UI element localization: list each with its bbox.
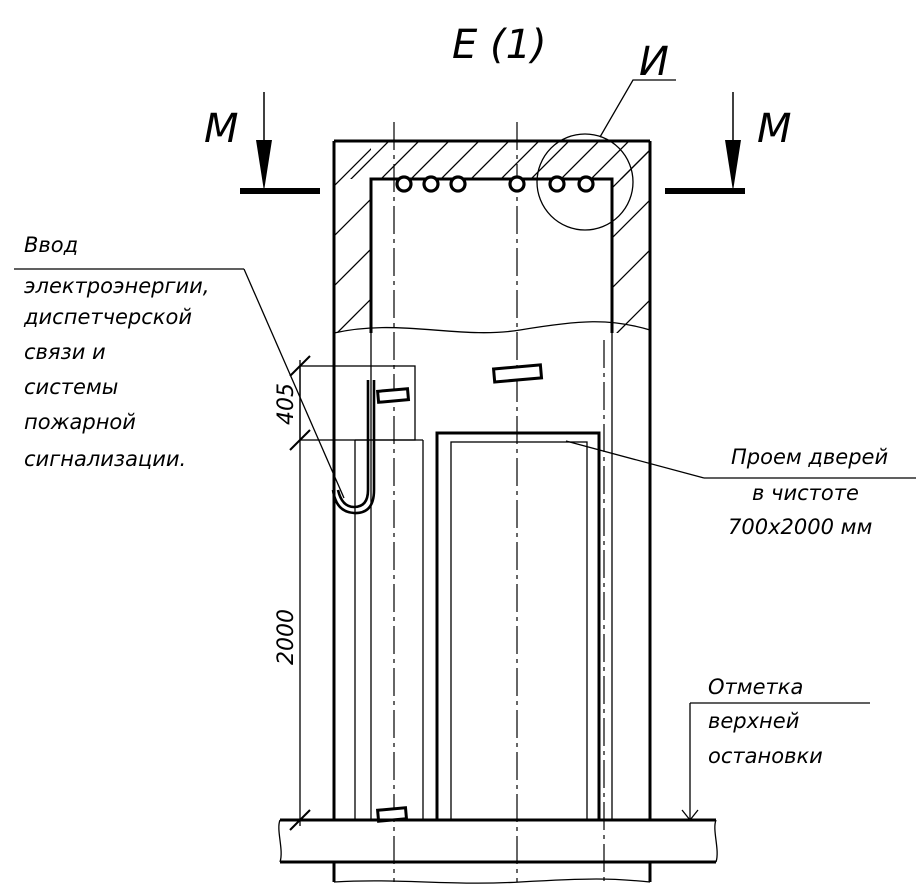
detail-callout-leader (599, 79, 676, 138)
leader-power-input (14, 268, 345, 499)
power-input-line: диспетчерской (23, 305, 192, 329)
power-input-line: системы (24, 375, 118, 399)
top-stop-mark-line: верхней (708, 709, 799, 733)
door-opening-label: Проем дверей в чистоте 700х2000 мм (728, 445, 888, 539)
power-input-line: связи и (24, 340, 106, 364)
door-opening (435, 431, 601, 822)
dimension-upper: 405 (274, 383, 299, 425)
power-input-label: Ввод электроэнергии, диспетчерской связи… (23, 233, 209, 471)
leader-top-stop-mark (681, 702, 870, 821)
dimension-lower: 2000 (274, 609, 299, 665)
leader-door-opening (565, 440, 916, 479)
section-marker-left (240, 92, 320, 194)
axis-lines (393, 122, 605, 882)
detail-callout-label: И (639, 39, 669, 85)
power-input-line: пожарной (24, 410, 136, 434)
wall-brackets (375, 363, 544, 823)
detail-callout-circle (536, 133, 634, 231)
shaft-interior-lines (299, 333, 613, 820)
shaft-outline (332, 139, 652, 820)
dimension-lines (289, 355, 311, 831)
door-opening-line: Проем дверей (731, 445, 888, 469)
door-opening-line: в чистоте (752, 481, 859, 505)
cable-loop (331, 380, 376, 515)
wall-hatching (334, 141, 650, 333)
section-marker-right-label: М (757, 106, 792, 152)
floor-slab (278, 818, 718, 884)
door-opening-line: 700х2000 мм (728, 515, 872, 539)
break-line (333, 321, 651, 334)
top-stop-mark-line: Отметка (708, 675, 803, 699)
top-stop-mark-label: Отметка верхней остановки (708, 675, 823, 768)
section-marker-right (665, 92, 745, 194)
power-input-line: электроэнергии, (24, 274, 209, 298)
top-stop-mark-line: остановки (708, 744, 823, 768)
power-input-line: Ввод (24, 233, 78, 257)
ceiling-pulleys (395, 175, 595, 193)
power-input-line: сигнализации. (24, 447, 186, 471)
section-marker-left-label: М (204, 106, 239, 152)
view-title: Е (1) (452, 22, 547, 68)
